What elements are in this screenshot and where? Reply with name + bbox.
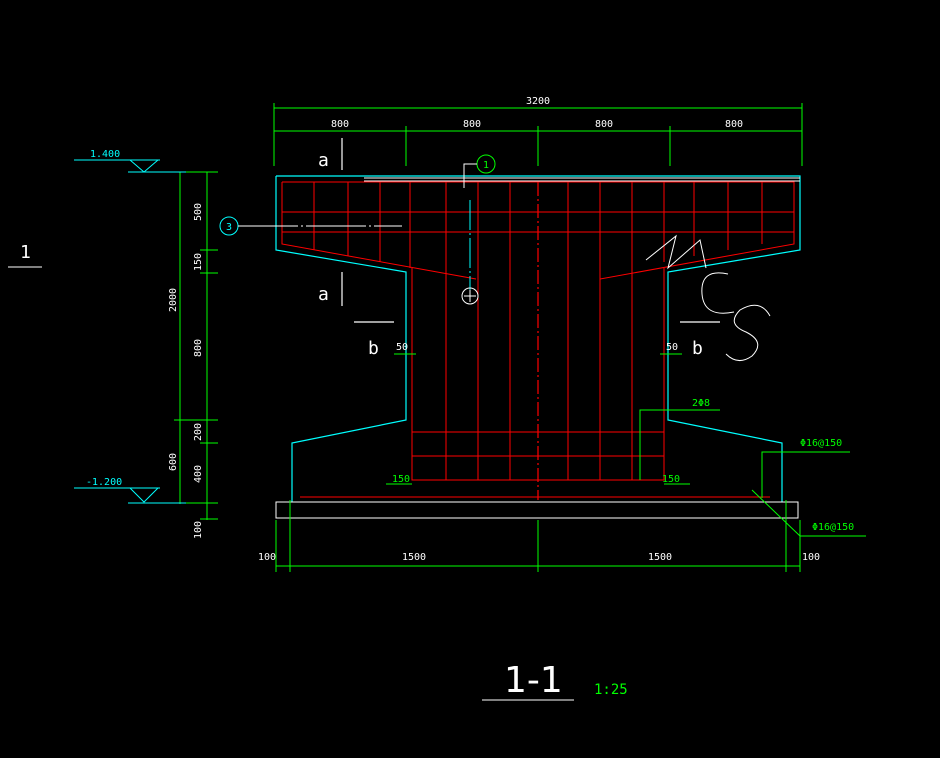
dim-total-width: 3200 xyxy=(526,96,550,107)
base-slab xyxy=(275,501,799,519)
marker-1-label: 1 xyxy=(483,160,489,171)
elevation-top-label: 1.400 xyxy=(90,149,120,160)
top-slab-strip xyxy=(364,177,800,182)
dim-left-2000: 2000 xyxy=(168,288,179,312)
section-scale: 1:25 xyxy=(594,682,628,698)
dim-left-100: 100 xyxy=(193,521,204,539)
dim-left-150: 150 xyxy=(193,253,204,271)
cut-label-a-bottom: a xyxy=(318,284,329,305)
dim-top-2: 800 xyxy=(463,119,481,130)
dim-top-4: 800 xyxy=(725,119,743,130)
marker-3 xyxy=(219,216,402,236)
section-title: 1-1 xyxy=(504,660,563,701)
marker-3-label: 3 xyxy=(226,222,232,233)
concrete-outline xyxy=(275,175,801,502)
dim-bottom-left: 1500 xyxy=(402,552,426,563)
marker-1 xyxy=(461,154,496,305)
watermark-scribble xyxy=(645,234,771,361)
rebar-leaders xyxy=(386,409,866,537)
rebar-cage xyxy=(281,181,795,498)
dim-bottom-right: 1500 xyxy=(648,552,672,563)
left-dimensions xyxy=(174,171,218,520)
elevation-top-mark xyxy=(74,159,186,173)
dim-50-right: 50 xyxy=(666,342,678,353)
dim-left-800: 800 xyxy=(193,339,204,357)
dim-top-1: 800 xyxy=(331,119,349,130)
dim-left-400: 400 xyxy=(193,465,204,483)
top-dimensions xyxy=(273,103,803,166)
elevation-bottom-label: -1.200 xyxy=(86,477,122,488)
rebar-note-phi16-upper: Φ16@150 xyxy=(800,438,842,449)
cut-label-b-right: b xyxy=(692,338,703,359)
dim-150-right: 150 xyxy=(662,474,680,485)
dim-bottom-left-edge: 100 xyxy=(258,552,276,563)
dim-left-600: 600 xyxy=(168,453,179,471)
cut-label-b-left: b xyxy=(368,338,379,359)
dim-left-500: 500 xyxy=(193,203,204,221)
dim-50-left: 50 xyxy=(396,342,408,353)
rebar-note-phi16-lower: Φ16@150 xyxy=(812,522,854,533)
dim-150-left: 150 xyxy=(392,474,410,485)
cut-marks xyxy=(341,138,720,323)
elevation-bottom-mark xyxy=(74,487,186,504)
side-section-mark: 1 xyxy=(20,242,31,263)
cut-label-a-top: a xyxy=(318,150,329,171)
bottom-dimensions xyxy=(275,500,801,572)
dim-left-200: 200 xyxy=(193,423,204,441)
dim-top-3: 800 xyxy=(595,119,613,130)
rebar-note-2phi8: 2Φ8 xyxy=(692,398,710,409)
dim-bottom-right-edge: 100 xyxy=(802,552,820,563)
